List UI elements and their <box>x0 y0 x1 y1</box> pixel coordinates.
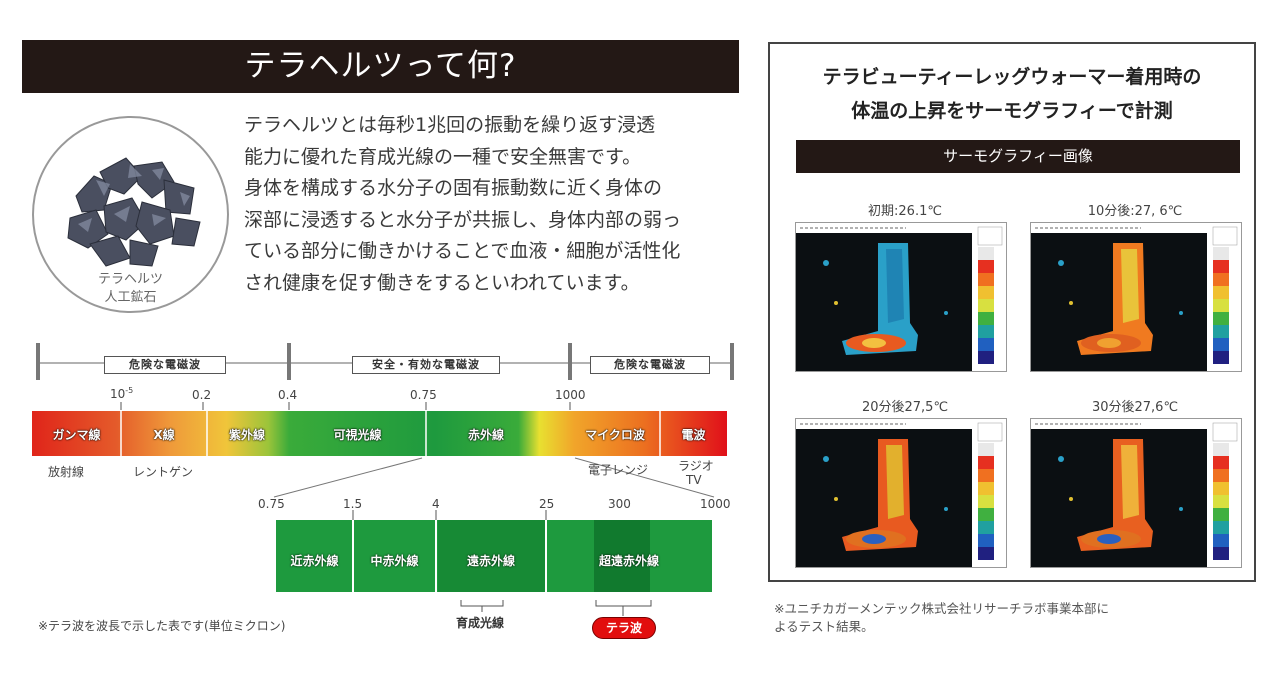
band-radio: 電波 <box>681 428 706 442</box>
label-radio-use: ラジオ <box>678 459 714 473</box>
growth-ray-label: 育成光線 <box>456 616 505 630</box>
ir-band-near: 近赤外線 <box>290 554 339 568</box>
ir-tick-label: 1000 <box>700 497 731 511</box>
band-visible: 可視光線 <box>333 428 382 442</box>
band-uv: 紫外線 <box>228 428 265 442</box>
band-xray: X線 <box>153 428 175 442</box>
range-label-safe: 安全・有効な電磁波 <box>352 356 500 374</box>
thermography-panel: テラビューティーレッグウォーマー着用時の 体温の上昇をサーモグラフィーで計測 サ… <box>768 42 1256 582</box>
ir-tick-label: 25 <box>539 497 555 511</box>
tick-label: 0.4 <box>278 388 298 402</box>
thermo-caption: 30分後27,6℃ <box>1091 400 1179 415</box>
band-gamma: ガンマ線 <box>52 428 101 442</box>
section-title: テラヘルツって何? <box>22 40 739 93</box>
range-label-danger: 危険な電磁波 <box>104 356 226 374</box>
spectrum-diagram <box>32 343 734 616</box>
tick-label: 0.75 <box>410 388 437 402</box>
tick-label: 0.2 <box>192 388 212 402</box>
thermo-caption: 初期:26.1℃ <box>868 204 942 219</box>
label-tv-use: TV <box>686 473 702 487</box>
ir-tick-label: 300 <box>608 497 631 511</box>
intro-text: テラヘルツとは毎秒1兆回の振動を繰り返す浸透 能力に優れた育成光線の一種で安全無… <box>244 114 682 294</box>
panel-title-line1: テラビューティーレッグウォーマー着用時の <box>822 66 1202 88</box>
ir-tick-label: 4 <box>432 497 440 511</box>
ir-band-ultra-far: 超遠赤外線 <box>598 554 659 568</box>
ir-band-mid: 中赤外線 <box>370 554 419 568</box>
thermo-caption: 20分後27,5℃ <box>861 400 949 415</box>
thermo-leg-graphic <box>796 419 1003 567</box>
panel-title-line2: 体温の上昇をサーモグラフィーで計測 <box>851 100 1173 122</box>
thermography-bar: サーモグラフィー画像 <box>796 140 1240 173</box>
stone-icon <box>67 157 201 267</box>
spectrum-note: ※テラ波を波長で示した表です(単位ミクロン) <box>38 619 286 633</box>
tick-label: 10-5 <box>110 386 134 401</box>
thermo-caption: 10分後:27, 6℃ <box>1087 204 1183 219</box>
label-xray-use: レントゲン <box>133 465 194 479</box>
thermo-leg-graphic <box>1031 419 1238 567</box>
thermo-image-30min <box>1030 418 1242 568</box>
source-note: ※ユニチカガーメンテック株式会社リサーチラボ事業本部に よるテスト結果。 <box>774 601 1109 634</box>
stone-image: テラヘルツ 人工鉱石 <box>32 116 229 313</box>
label-radiation: 放射線 <box>48 465 85 479</box>
ir-tick-label: 0.75 <box>258 497 285 511</box>
thermo-image-initial <box>795 222 1007 372</box>
ir-band-far: 遠赤外線 <box>466 554 515 568</box>
thermo-image-20min <box>795 418 1007 568</box>
tick-label: 1000 <box>555 388 586 402</box>
ir-tick-label: 1.5 <box>343 497 363 511</box>
stone-sublabel: 人工鉱石 <box>104 290 157 305</box>
tera-wave-badge: テラ波 <box>592 617 656 639</box>
label-microwave-use: 電子レンジ <box>588 463 649 477</box>
band-infrared: 赤外線 <box>467 428 504 442</box>
range-label-danger: 危険な電磁波 <box>590 356 710 374</box>
thermo-image-10min <box>1030 222 1242 372</box>
stone-label: テラヘルツ <box>97 272 163 287</box>
band-microwave: マイクロ波 <box>585 428 645 442</box>
thermo-leg-graphic <box>1031 223 1238 371</box>
thermo-leg-graphic <box>796 223 1003 371</box>
